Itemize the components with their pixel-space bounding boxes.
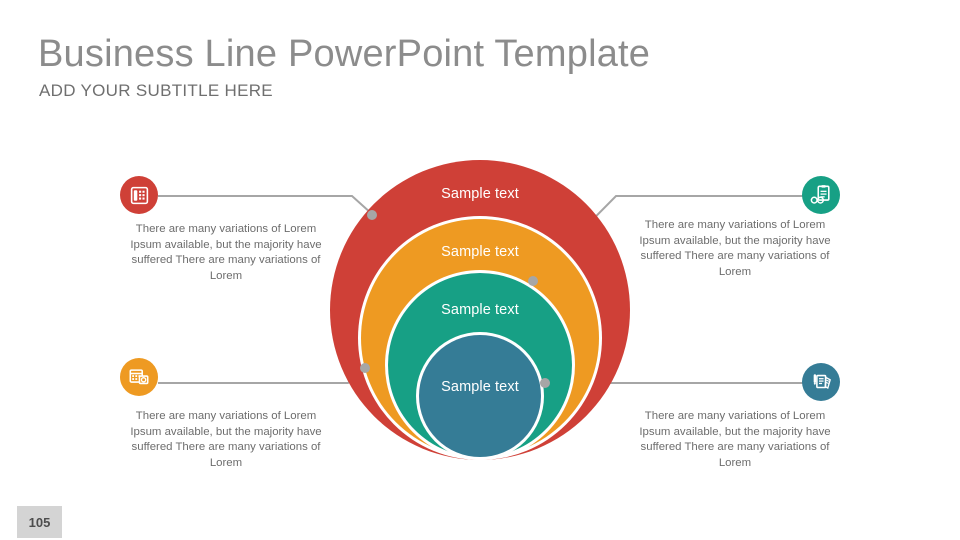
page-number: 105 xyxy=(28,514,51,530)
connector-dot-top-left xyxy=(367,210,377,220)
telephone-icon-badge[interactable] xyxy=(120,176,158,214)
connector-dots xyxy=(360,210,550,388)
clipboard-glasses-icon-badge[interactable] xyxy=(802,176,840,214)
ring-label-third: Sample text xyxy=(441,302,519,318)
callout-text-top-right: There are many variations of Lorem Ipsum… xyxy=(639,219,831,278)
page-title: Business Line PowerPoint Template xyxy=(38,33,651,75)
telephone-icon xyxy=(130,186,148,204)
documents-pen-icon xyxy=(813,374,831,390)
connector-dot-bottom-right xyxy=(540,378,550,388)
page-subtitle: ADD YOUR SUBTITLE HERE xyxy=(39,81,273,100)
ring-label-second: Sample text xyxy=(441,244,519,260)
connector-dot-top-right xyxy=(528,276,538,286)
clipboard-glasses-icon xyxy=(810,185,830,204)
callout-text-top-left: There are many variations of Lorem Ipsum… xyxy=(130,223,322,282)
ring-label-core: Sample text xyxy=(441,379,519,395)
callout-text-bottom-left: There are many variations of Lorem Ipsum… xyxy=(130,410,322,469)
connector-dot-bottom-left xyxy=(360,363,370,373)
ring-label-outer: Sample text xyxy=(441,186,519,202)
calendar-icon-badge[interactable] xyxy=(120,358,158,396)
connector-top-left xyxy=(158,195,373,215)
connector-bottom-left-2 xyxy=(158,368,367,384)
documents-pen-icon-badge[interactable] xyxy=(802,363,840,401)
page-number-badge: 105 xyxy=(17,506,62,538)
callout-text-bottom-right: There are many variations of Lorem Ipsum… xyxy=(639,410,831,469)
ring-core-fill[interactable] xyxy=(419,335,541,457)
calendar-icon xyxy=(129,369,149,385)
